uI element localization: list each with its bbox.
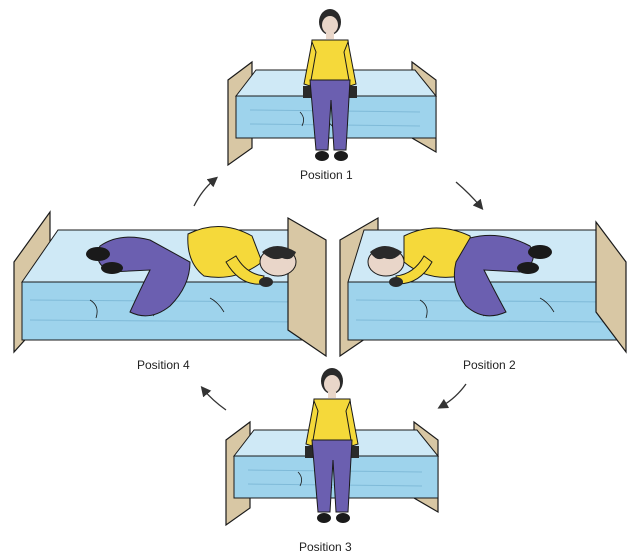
arrow-4-to-1 — [194, 180, 214, 206]
position-1-label: Position 1 — [300, 168, 353, 182]
person-sitting-bottom — [305, 368, 359, 523]
position-2-illustration — [340, 218, 626, 356]
position-3-label: Position 3 — [299, 540, 352, 554]
arrow-2-to-3 — [442, 384, 466, 406]
arrow-1-to-2 — [456, 182, 480, 206]
arrow-3-to-4 — [204, 390, 226, 410]
position-4-illustration — [14, 212, 326, 356]
position-1-illustration — [228, 9, 436, 165]
position-4-label: Position 4 — [137, 358, 190, 372]
position-2-label: Position 2 — [463, 358, 516, 372]
position-3-illustration — [226, 368, 438, 525]
